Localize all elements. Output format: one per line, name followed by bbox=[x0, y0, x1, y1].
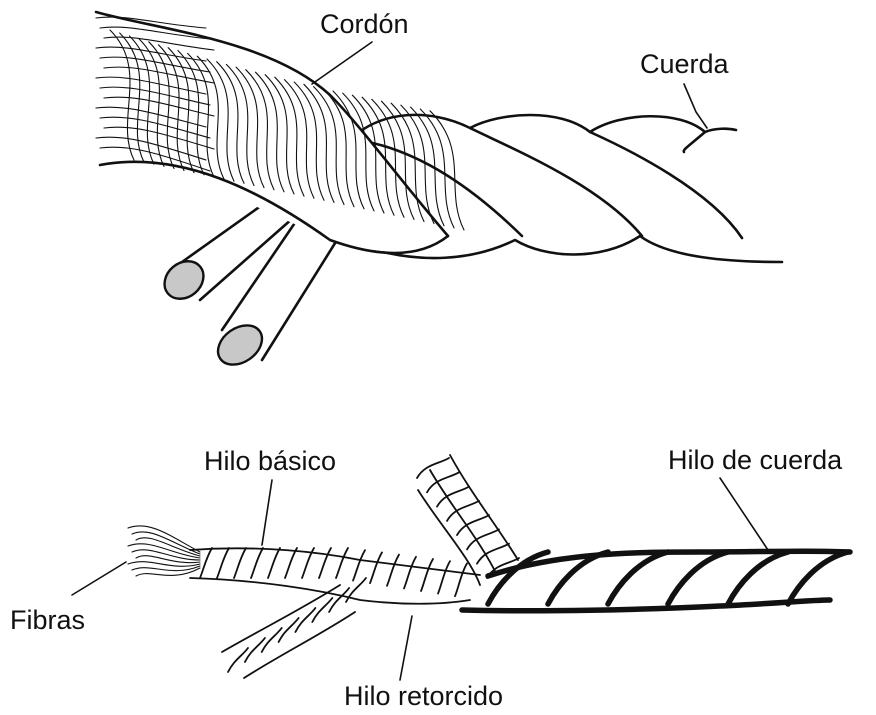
label-hilo-retorcido: Hilo retorcido bbox=[344, 681, 503, 711]
leader-hilo-retorcido bbox=[400, 616, 412, 680]
hilo-de-cuerda-body bbox=[462, 551, 850, 611]
label-hilo-de-cuerda: Hilo de cuerda bbox=[668, 445, 843, 475]
hilo-retorcido-strand bbox=[190, 548, 480, 604]
branch-strand-upper bbox=[417, 455, 519, 585]
fibras-frayed-ends bbox=[128, 526, 200, 576]
leader-hilo-de-cuerda bbox=[720, 478, 768, 550]
label-hilo-basico: Hilo básico bbox=[204, 446, 336, 476]
rope-bottom-illustration bbox=[128, 455, 850, 678]
label-fibras: Fibras bbox=[10, 605, 85, 635]
leader-cordon bbox=[312, 42, 372, 84]
label-cordon: Cordón bbox=[320, 9, 409, 39]
leader-hilo-basico bbox=[262, 480, 272, 545]
leader-fibras bbox=[72, 562, 126, 595]
branch-strand-lower bbox=[222, 578, 366, 678]
label-cuerda: Cuerda bbox=[640, 49, 730, 79]
